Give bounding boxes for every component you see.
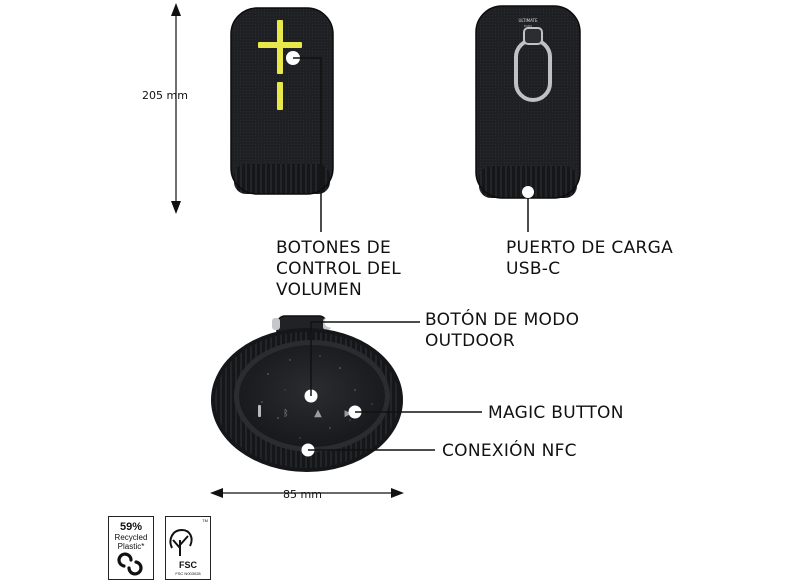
volume-buttons-label: BOTONES DE CONTROL DEL VOLUMEN [276, 238, 401, 301]
back-tag-line2: EARS [524, 24, 532, 28]
recycled-line1: Recycled [114, 533, 148, 542]
volume-minus-icon [277, 82, 283, 110]
fsc-code: FSC N003028 [175, 571, 201, 576]
outdoor-mode-label: BOTÓN DE MODO OUTDOOR [425, 310, 579, 352]
recycled-plastic-badge: 59% Recycled Plastic* [108, 516, 154, 580]
height-dimension-label: 205 mm [142, 89, 188, 102]
fsc-badge: TM FSC FSC N003028 [165, 516, 211, 580]
recycled-line2: Plastic* [117, 542, 145, 551]
recycled-percent: 59% [119, 521, 143, 533]
volume-label-line2: CONTROL DEL [276, 259, 402, 279]
recycle-icon [117, 552, 143, 576]
outdoor-tree-icon: ▲ [314, 408, 322, 419]
nfc-label-line1: CONEXIÓN NFC [442, 441, 577, 461]
volume-label-line1: BOTONES DE [276, 238, 391, 258]
charging-label-line2: USB-C [506, 259, 561, 279]
speaker-back-view: ULTIMATE EARS [475, 5, 581, 199]
play-pause-icon: ▶ [345, 409, 352, 419]
minus-mark-icon [258, 405, 261, 417]
charging-label-line1: PUERTO DE CARGA [506, 238, 674, 258]
speaker-top-view: ᛒ ▲ ▶ [211, 315, 403, 472]
volume-plus-icon [258, 20, 302, 74]
volume-callout-line [293, 57, 322, 232]
width-dimension-arrow [210, 488, 404, 498]
usb-c-port-marker [522, 186, 534, 198]
top-speckle-texture [261, 355, 373, 439]
fsc-name: FSC [179, 560, 197, 570]
volume-label-line3: VOLUMEN [276, 280, 363, 300]
outdoor-callout-line [310, 321, 420, 396]
outdoor-label-line1: BOTÓN DE MODO [425, 310, 580, 330]
fsc-tm: TM [202, 518, 208, 523]
width-dimension-label: 85 mm [283, 488, 322, 501]
magic-button-label: MAGIC BUTTON [488, 403, 624, 424]
charging-port-label: PUERTO DE CARGA USB-C [506, 238, 673, 280]
fsc-tree-icon [169, 529, 193, 556]
outdoor-label-line2: OUTDOOR [425, 331, 515, 351]
magic-label-line1: MAGIC BUTTON [488, 403, 624, 423]
nfc-label: CONEXIÓN NFC [442, 441, 577, 462]
height-dimension-arrow [171, 3, 181, 214]
bluetooth-icon: ᛒ [283, 408, 288, 419]
speaker-front-view [230, 7, 334, 195]
carabiner-loop-icon [514, 27, 552, 102]
back-tag-line1: ULTIMATE [518, 18, 538, 23]
